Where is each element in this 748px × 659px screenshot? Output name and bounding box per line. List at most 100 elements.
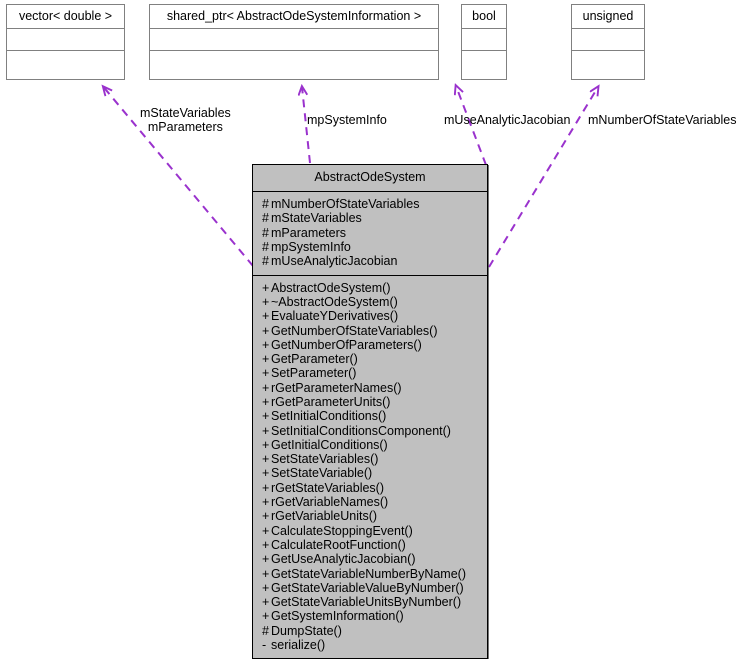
- edge-label-line: mpSystemInfo: [307, 113, 387, 127]
- class-operation: +SetParameter(): [260, 366, 481, 380]
- node-attributes-compartment: [7, 29, 124, 52]
- class-operation: +GetSystemInformation(): [260, 609, 481, 623]
- class-operation-label: rGetStateVariables(): [271, 480, 385, 495]
- visibility-marker: +: [262, 280, 270, 295]
- visibility-marker: +: [262, 366, 270, 381]
- visibility-marker: #: [262, 623, 269, 638]
- visibility-marker: +: [262, 409, 270, 424]
- edge-label-shared-ptr: mpSystemInfo: [307, 113, 387, 128]
- class-operation-label: rGetVariableNames(): [271, 495, 389, 510]
- node-operations-compartment: [150, 51, 438, 72]
- class-operation-label: SetStateVariables(): [271, 452, 379, 467]
- class-operation-label: GetStateVariableUnitsByNumber(): [271, 595, 462, 610]
- node-operations-compartment: [462, 51, 506, 72]
- visibility-marker: +: [262, 523, 270, 538]
- node-operations-compartment: [572, 51, 644, 72]
- class-operation-label: rGetVariableUnits(): [271, 509, 378, 524]
- class-operation: +rGetStateVariables(): [260, 481, 481, 495]
- class-attribute: #mParameters: [260, 226, 481, 240]
- visibility-marker: +: [262, 352, 270, 367]
- class-operation-label: rGetParameterUnits(): [271, 394, 391, 409]
- class-operation: +GetStateVariableUnitsByNumber(): [260, 595, 481, 609]
- class-operation: +rGetParameterUnits(): [260, 395, 481, 409]
- class-attribute: #mNumberOfStateVariables: [260, 197, 481, 211]
- class-attribute: #mUseAnalyticJacobian: [260, 254, 481, 268]
- node-operations-compartment: [7, 51, 124, 72]
- class-operation-label: AbstractOdeSystem(): [271, 280, 391, 295]
- node-bool[interactable]: bool: [461, 4, 507, 80]
- class-operation-label: GetInitialConditions(): [271, 437, 388, 452]
- class-operation-label: GetNumberOfStateVariables(): [271, 323, 438, 338]
- class-operation: +GetNumberOfStateVariables(): [260, 324, 481, 338]
- class-operation: +SetStateVariables(): [260, 452, 481, 466]
- visibility-marker: +: [262, 495, 270, 510]
- edge-label-line: mNumberOfStateVariables: [588, 113, 737, 127]
- visibility-marker: +: [262, 609, 270, 624]
- visibility-marker: +: [262, 537, 270, 552]
- class-operation-label: GetParameter(): [271, 352, 358, 367]
- class-operation-label: SetStateVariable(): [271, 466, 373, 481]
- edge-label-bool: mUseAnalyticJacobian: [444, 113, 570, 128]
- class-operation-label: serialize(): [271, 638, 326, 653]
- edge-label-vector-double: mStateVariables mParameters: [140, 106, 231, 134]
- class-operation: -serialize(): [260, 638, 481, 652]
- visibility-marker: +: [262, 380, 270, 395]
- class-operation: +EvaluateYDerivatives(): [260, 309, 481, 323]
- class-operation: +CalculateRootFunction(): [260, 538, 481, 552]
- node-unsigned[interactable]: unsigned: [571, 4, 645, 80]
- class-operation-label: GetUseAnalyticJacobian(): [271, 552, 416, 567]
- visibility-marker: #: [262, 197, 269, 212]
- operations-compartment: +AbstractOdeSystem()+~AbstractOdeSystem(…: [253, 276, 487, 659]
- visibility-marker: +: [262, 323, 270, 338]
- visibility-marker: #: [262, 211, 269, 226]
- class-attribute: #mpSystemInfo: [260, 240, 481, 254]
- operation-list: +AbstractOdeSystem()+~AbstractOdeSystem(…: [260, 281, 481, 653]
- node-title: unsigned: [572, 5, 644, 30]
- class-operation: +rGetVariableUnits(): [260, 509, 481, 523]
- node-abstractodesystem[interactable]: AbstractOdeSystem #mNumberOfStateVariabl…: [252, 164, 488, 659]
- class-operation: +GetParameter(): [260, 352, 481, 366]
- class-operation-label: ~AbstractOdeSystem(): [271, 294, 398, 309]
- class-operation-label: DumpState(): [271, 623, 342, 638]
- visibility-marker: -: [262, 638, 267, 653]
- node-title: AbstractOdeSystem: [253, 165, 487, 193]
- class-attribute-label: mStateVariables: [271, 211, 362, 226]
- class-operation: +GetStateVariableValueByNumber(): [260, 581, 481, 595]
- node-shared-ptr-abstractodesysteminformation[interactable]: shared_ptr< AbstractOdeSystemInformation…: [149, 4, 439, 80]
- visibility-marker: +: [262, 423, 270, 438]
- class-operation-label: GetNumberOfParameters(): [271, 337, 422, 352]
- visibility-marker: +: [262, 580, 270, 595]
- class-operation-label: SetParameter(): [271, 366, 357, 381]
- visibility-marker: +: [262, 437, 270, 452]
- attribute-list: #mNumberOfStateVariables#mStateVariables…: [260, 197, 481, 268]
- visibility-marker: +: [262, 509, 270, 524]
- class-attribute-label: mpSystemInfo: [271, 240, 351, 255]
- class-operation-label: GetStateVariableValueByNumber(): [271, 580, 464, 595]
- class-operation: +AbstractOdeSystem(): [260, 281, 481, 295]
- class-operation-label: SetInitialConditions(): [271, 409, 387, 424]
- node-attributes-compartment: [572, 29, 644, 52]
- node-vector-double[interactable]: vector< double >: [6, 4, 125, 80]
- node-attributes-compartment: [150, 29, 438, 52]
- class-attribute: #mStateVariables: [260, 211, 481, 225]
- edge-label-line: mParameters: [147, 119, 223, 134]
- node-title: vector< double >: [7, 5, 124, 30]
- class-operation: +SetInitialConditions(): [260, 409, 481, 423]
- class-operation: +rGetParameterNames(): [260, 381, 481, 395]
- class-operation: +SetInitialConditionsComponent(): [260, 424, 481, 438]
- visibility-marker: #: [262, 254, 269, 269]
- visibility-marker: +: [262, 309, 270, 324]
- class-operation: +~AbstractOdeSystem(): [260, 295, 481, 309]
- visibility-marker: +: [262, 337, 270, 352]
- class-operation-label: GetStateVariableNumberByName(): [271, 566, 466, 581]
- class-operation: +rGetVariableNames(): [260, 495, 481, 509]
- class-operation: +SetStateVariable(): [260, 466, 481, 480]
- node-title: bool: [462, 5, 506, 30]
- visibility-marker: +: [262, 466, 270, 481]
- class-operation: +GetUseAnalyticJacobian(): [260, 552, 481, 566]
- class-operation-label: CalculateRootFunction(): [271, 537, 406, 552]
- visibility-marker: #: [262, 225, 269, 240]
- class-operation: +GetStateVariableNumberByName(): [260, 567, 481, 581]
- class-operation-label: EvaluateYDerivatives(): [271, 309, 399, 324]
